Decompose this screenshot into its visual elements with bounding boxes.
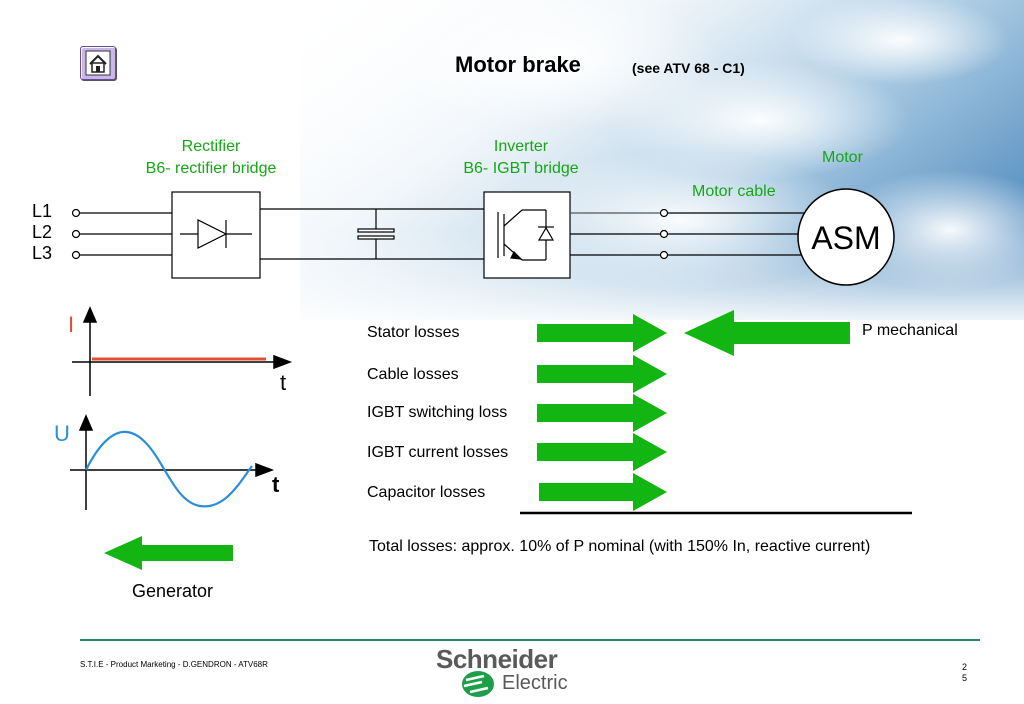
arrow-stator-losses xyxy=(537,314,667,352)
line-l1-label: L1 xyxy=(32,201,53,221)
terminal-l3 xyxy=(71,250,81,260)
current-graph: I t xyxy=(68,306,293,396)
inverter-label: Inverter B6- IGBT bridge xyxy=(455,136,587,180)
terminal-out-3 xyxy=(659,250,669,260)
page-subtitle: (see ATV 68 - C1) xyxy=(632,60,745,76)
rectifier-subtitle: B6- rectifier bridge xyxy=(145,160,277,177)
loss-capacitor: Capacitor losses xyxy=(367,484,486,501)
motor-circle xyxy=(797,188,895,286)
arrow-igbt-current xyxy=(537,433,667,471)
total-losses-text: Total losses: approx. 10% of P nominal (… xyxy=(369,538,871,555)
home-icon xyxy=(85,50,111,76)
rectifier-label: Rectifier B6- rectifier bridge xyxy=(140,136,282,180)
footer-rule xyxy=(80,639,980,641)
line-l2-label: L2 xyxy=(32,222,53,242)
arrow-p-mechanical xyxy=(684,310,850,356)
rectifier-title: Rectifier xyxy=(181,138,241,155)
current-time-label: t xyxy=(280,370,286,395)
terminal-l2 xyxy=(71,229,81,239)
inverter-block xyxy=(483,191,571,279)
circuit-diagram: ASM xyxy=(71,188,895,286)
voltage-graph: U t xyxy=(54,414,280,510)
loss-stator: Stator losses xyxy=(367,324,460,341)
voltage-time-label: t xyxy=(272,472,280,497)
current-axis-label: I xyxy=(68,312,74,337)
loss-igbt-switching: IGBT switching loss xyxy=(367,404,508,421)
logo-brand-bottom: Electric xyxy=(502,672,568,694)
schneider-logo: Schneider Electric xyxy=(434,644,584,700)
igbt-symbol xyxy=(497,209,555,261)
arrow-cable-losses xyxy=(537,355,667,393)
motor-asm-text: ASM xyxy=(811,220,880,256)
voltage-x-arrowhead xyxy=(255,462,275,478)
inverter-subtitle: B6- IGBT bridge xyxy=(463,160,579,177)
logo-mark-icon xyxy=(462,671,494,697)
loss-arrows xyxy=(520,310,912,515)
diode-symbol xyxy=(197,219,228,249)
page-number-top: 2 xyxy=(962,662,968,672)
arrow-capacitor-losses xyxy=(539,473,667,511)
line-l3-label: L3 xyxy=(32,243,53,263)
home-button[interactable] xyxy=(80,46,116,80)
voltage-sine-wave xyxy=(85,430,253,508)
loss-cable: Cable losses xyxy=(367,366,459,383)
generator-arrow-shape xyxy=(104,536,233,570)
loss-igbt-current: IGBT current losses xyxy=(367,444,509,461)
capacitor-symbol xyxy=(357,228,395,233)
page-number: 2 5 xyxy=(962,662,967,684)
current-y-arrowhead xyxy=(82,306,98,323)
page-number-bottom: 5 xyxy=(962,673,968,683)
motor-label: Motor xyxy=(822,149,863,166)
generator-label: Generator xyxy=(132,581,214,601)
terminal-out-1 xyxy=(659,208,669,218)
generator-arrow xyxy=(104,536,233,570)
p-mechanical-label: P mechanical xyxy=(862,322,958,339)
inverter-title: Inverter xyxy=(493,138,549,155)
motor-cable-label: Motor cable xyxy=(692,183,776,200)
footer-credit: S.T.I.E - Product Marketing - D.GENDRON … xyxy=(80,660,268,669)
terminal-out-2 xyxy=(659,229,669,239)
terminal-l1 xyxy=(71,208,81,218)
current-x-arrowhead xyxy=(273,354,293,370)
logo-brand-top: Schneider xyxy=(436,644,558,674)
arrow-igbt-switching xyxy=(537,394,667,432)
voltage-axis-label: U xyxy=(54,421,70,446)
voltage-y-arrowhead xyxy=(78,414,94,431)
page-title: Motor brake xyxy=(455,52,581,77)
